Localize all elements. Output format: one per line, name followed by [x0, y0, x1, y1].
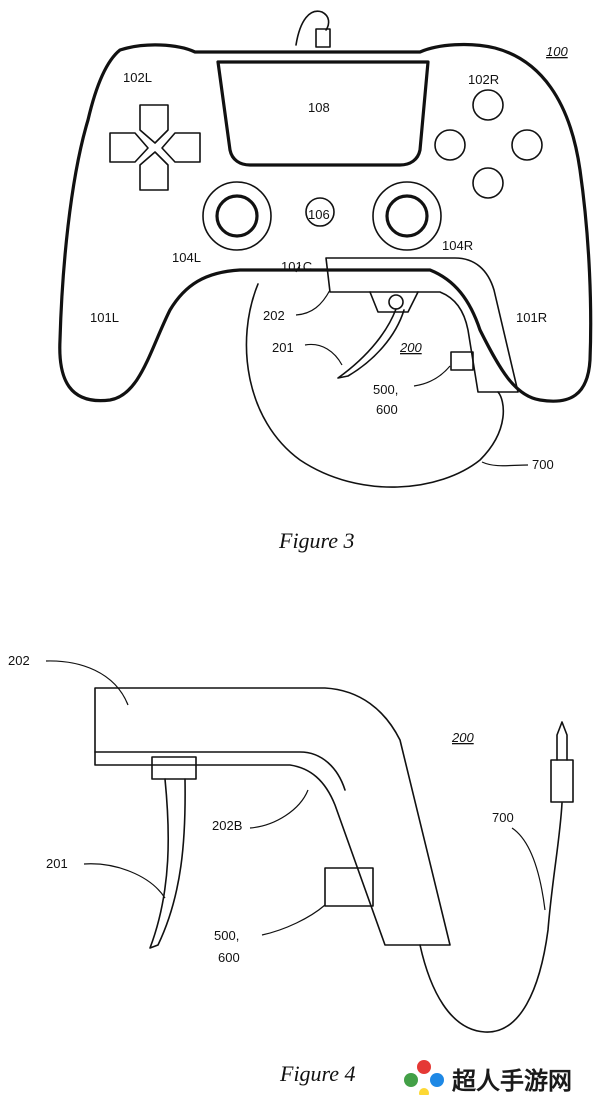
label-104L: 104L [172, 250, 201, 265]
label-202B: 202B [212, 818, 242, 833]
label-700-fig4: 700 [492, 810, 514, 825]
label-102R: 102R [468, 72, 499, 87]
label-600-fig4: 600 [218, 950, 240, 965]
label-700: 700 [532, 457, 554, 472]
center-button [305, 197, 335, 227]
label-201: 201 [272, 340, 294, 355]
label-600: 600 [376, 402, 398, 417]
attachment-pivot [388, 294, 404, 310]
attachment-mount [369, 291, 419, 313]
left-thumbstick [202, 181, 272, 251]
label-500: 500, [373, 382, 398, 397]
top-cable [295, 10, 330, 46]
label-100: 100 [546, 44, 568, 59]
face-buttons [434, 89, 543, 199]
leader-700-fig4 [511, 827, 546, 911]
right-thumbstick [372, 181, 442, 251]
label-104R: 104R [442, 238, 473, 253]
top-connector [315, 28, 331, 48]
label-106: 106 [308, 207, 330, 222]
label-200: 200 [399, 340, 422, 355]
plug-body [550, 759, 574, 803]
attachment-divider [94, 751, 346, 791]
leader-500-fig4 [261, 904, 326, 936]
label-202-fig4: 202 [8, 653, 30, 668]
figure-4: 202 200 700 202B 201 500, 600 Figure 4 [8, 653, 574, 1086]
leader-202 [295, 289, 331, 316]
dpad [109, 104, 201, 191]
label-500-fig4: 500, [214, 928, 239, 943]
leader-201 [304, 343, 343, 366]
leader-700 [481, 461, 529, 467]
label-101R: 101R [516, 310, 547, 325]
figure-4-caption: Figure 4 [279, 1061, 356, 1086]
leader-101C [295, 264, 301, 273]
module-500-600-detail [324, 867, 374, 907]
trigger-201-detail [149, 778, 186, 949]
figure-3-caption: Figure 3 [278, 528, 355, 553]
plug-tip [556, 721, 568, 761]
watermark: 超人手游网 [404, 1060, 572, 1095]
attachment-200 [325, 257, 519, 393]
leader-202B [249, 789, 309, 829]
touchpad [216, 60, 430, 167]
label-101C: 101C [281, 259, 312, 274]
attachment-body-200 [94, 687, 451, 946]
leader-500 [413, 365, 451, 387]
module-500-600 [450, 351, 474, 371]
cable-700 [245, 283, 505, 488]
label-108: 108 [308, 100, 330, 115]
label-201-fig4: 201 [46, 856, 68, 871]
leader-202-fig4 [45, 660, 129, 706]
watermark-text: 超人手游网 [452, 1067, 572, 1095]
watermark-logo-icon [404, 1060, 444, 1095]
figure-3: 100 102L 102R 108 106 104L 104R 101C 101… [58, 10, 593, 553]
label-202: 202 [263, 308, 285, 323]
connector-block [151, 756, 197, 780]
label-101L: 101L [90, 310, 119, 325]
controller-body [58, 42, 593, 403]
cable-700-detail [419, 802, 563, 1033]
label-102L: 102L [123, 70, 152, 85]
trigger-201 [337, 308, 405, 379]
leader-201-fig4 [83, 863, 166, 899]
label-200-fig4: 200 [451, 730, 474, 745]
